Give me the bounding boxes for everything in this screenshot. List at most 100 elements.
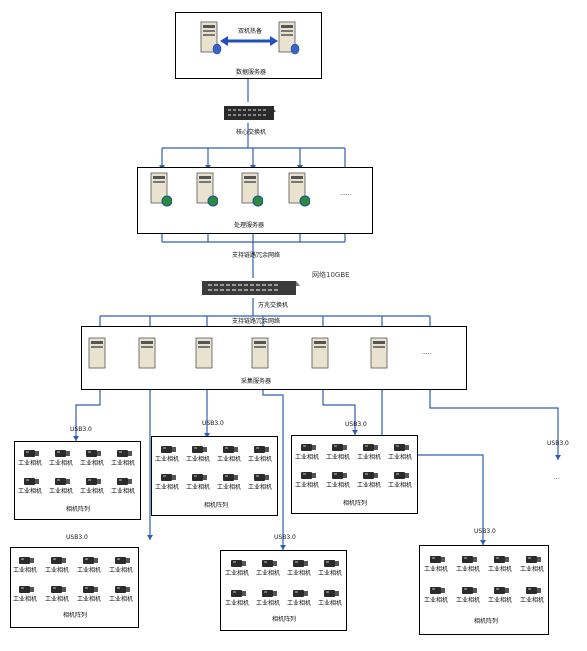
redundant-network-label-1: 支持链路冗余网络	[232, 252, 281, 259]
industrial-camera: 工业相机	[225, 589, 255, 611]
acquisition-server-2-icon	[138, 337, 156, 369]
industrial-camera: 工业相机	[109, 556, 139, 578]
camera-icon	[192, 446, 207, 453]
industrial-camera: 工业相机	[295, 443, 325, 465]
industrial-camera: 工业相机	[357, 443, 387, 465]
industrial-camera: 工业相机	[248, 445, 278, 467]
camera-icon	[462, 556, 477, 563]
industrial-camera: 工业相机	[287, 589, 317, 611]
camera-label: 工业相机	[80, 460, 105, 467]
camera-icon	[324, 590, 339, 597]
industrial-camera: 工业相机	[248, 473, 278, 495]
industrial-camera: 工业相机	[49, 449, 79, 471]
industrial-camera: 工业相机	[186, 473, 216, 495]
industrial-camera: 工业相机	[77, 585, 107, 607]
camera-icon	[332, 472, 347, 479]
camera-label: 工业相机	[248, 484, 273, 491]
industrial-camera: 工业相机	[109, 585, 139, 607]
industrial-camera: 工业相机	[13, 556, 43, 578]
acquisition-server-label: 采集服务器	[241, 378, 272, 385]
camera-label: 工业相机	[18, 488, 43, 495]
hot-standby-label: 双机热备	[238, 28, 263, 35]
camera-icon	[83, 586, 98, 593]
camera-label: 工业相机	[155, 456, 180, 463]
camera-icon	[55, 450, 70, 457]
camera-icon	[254, 446, 269, 453]
camera-label: 工业相机	[186, 484, 211, 491]
array-label-6: 相机阵列	[474, 618, 499, 625]
industrial-camera: 工业相机	[18, 477, 48, 499]
camera-icon	[117, 450, 132, 457]
camera-label: 工业相机	[318, 600, 343, 607]
industrial-camera: 工业相机	[357, 471, 387, 493]
core-switch-icon	[224, 106, 276, 120]
industrial-camera: 工业相机	[186, 445, 216, 467]
processing-server-3-icon	[241, 172, 263, 207]
camera-icon	[117, 478, 132, 485]
camera-icon	[324, 560, 339, 567]
camera-icon	[301, 472, 316, 479]
camera-icon	[161, 474, 176, 481]
camera-icon	[115, 586, 130, 593]
industrial-camera: 工业相机	[111, 477, 141, 499]
camera-label: 工业相机	[225, 570, 250, 577]
usb-label-4: USB3.0	[547, 440, 569, 447]
camera-icon	[494, 587, 509, 594]
camera-icon	[394, 444, 409, 451]
camera-icon	[86, 478, 101, 485]
camera-icon	[19, 586, 34, 593]
usb-label-5: USB3.0	[66, 534, 88, 541]
camera-label: 工业相机	[326, 482, 351, 489]
industrial-camera: 工业相机	[388, 443, 418, 465]
camera-icon	[363, 472, 378, 479]
array-label-3: 相机阵列	[343, 500, 368, 507]
camera-label: 工业相机	[109, 596, 134, 603]
camera-label: 工业相机	[488, 597, 513, 604]
array-label-1: 相机阵列	[66, 506, 91, 513]
array-label-2: 相机阵列	[204, 502, 229, 509]
camera-icon	[526, 556, 541, 563]
industrial-camera: 工业相机	[287, 559, 317, 581]
camera-label: 工业相机	[456, 597, 481, 604]
camera-icon	[254, 474, 269, 481]
database-server-right-icon	[278, 21, 300, 55]
camera-icon	[262, 590, 277, 597]
industrial-camera: 工业相机	[49, 477, 79, 499]
industrial-camera: 工业相机	[520, 555, 550, 577]
camera-icon	[115, 557, 130, 564]
array-label-4: 相机阵列	[63, 612, 88, 619]
acquisition-server-4-icon	[251, 337, 269, 369]
camera-icon	[430, 556, 445, 563]
industrial-camera: 工业相机	[256, 589, 286, 611]
camera-label: 工业相机	[80, 488, 105, 495]
industrial-camera: 工业相机	[488, 586, 518, 608]
industrial-camera: 工业相机	[155, 445, 185, 467]
database-server-left-icon	[200, 21, 222, 55]
industrial-camera: 工业相机	[217, 473, 247, 495]
camera-icon	[301, 444, 316, 451]
camera-label: 工业相机	[13, 567, 38, 574]
acquisition-server-1-icon	[88, 337, 106, 369]
industrial-camera: 工业相机	[18, 449, 48, 471]
camera-label: 工业相机	[456, 566, 481, 573]
camera-label: 工业相机	[520, 566, 545, 573]
camera-label: 工业相机	[155, 484, 180, 491]
industrial-camera: 工业相机	[520, 586, 550, 608]
camera-label: 工业相机	[186, 456, 211, 463]
hot-standby-arrow-icon	[220, 36, 278, 46]
usb-label-3: USB3.0	[345, 421, 367, 428]
camera-label: 工业相机	[388, 454, 413, 461]
camera-icon	[51, 586, 66, 593]
core-switch-label: 核心交换机	[236, 129, 267, 136]
industrial-camera: 工业相机	[295, 471, 325, 493]
camera-icon	[223, 474, 238, 481]
camera-label: 工业相机	[287, 570, 312, 577]
acquisition-ellipsis: .....	[422, 349, 432, 356]
industrial-camera: 工业相机	[45, 585, 75, 607]
usb-label-6: USB3.0	[274, 534, 296, 541]
camera-icon	[24, 450, 39, 457]
industrial-camera: 工业相机	[388, 471, 418, 493]
camera-label: 工业相机	[77, 596, 102, 603]
industrial-camera: 工业相机	[256, 559, 286, 581]
camera-label: 工业相机	[18, 460, 43, 467]
